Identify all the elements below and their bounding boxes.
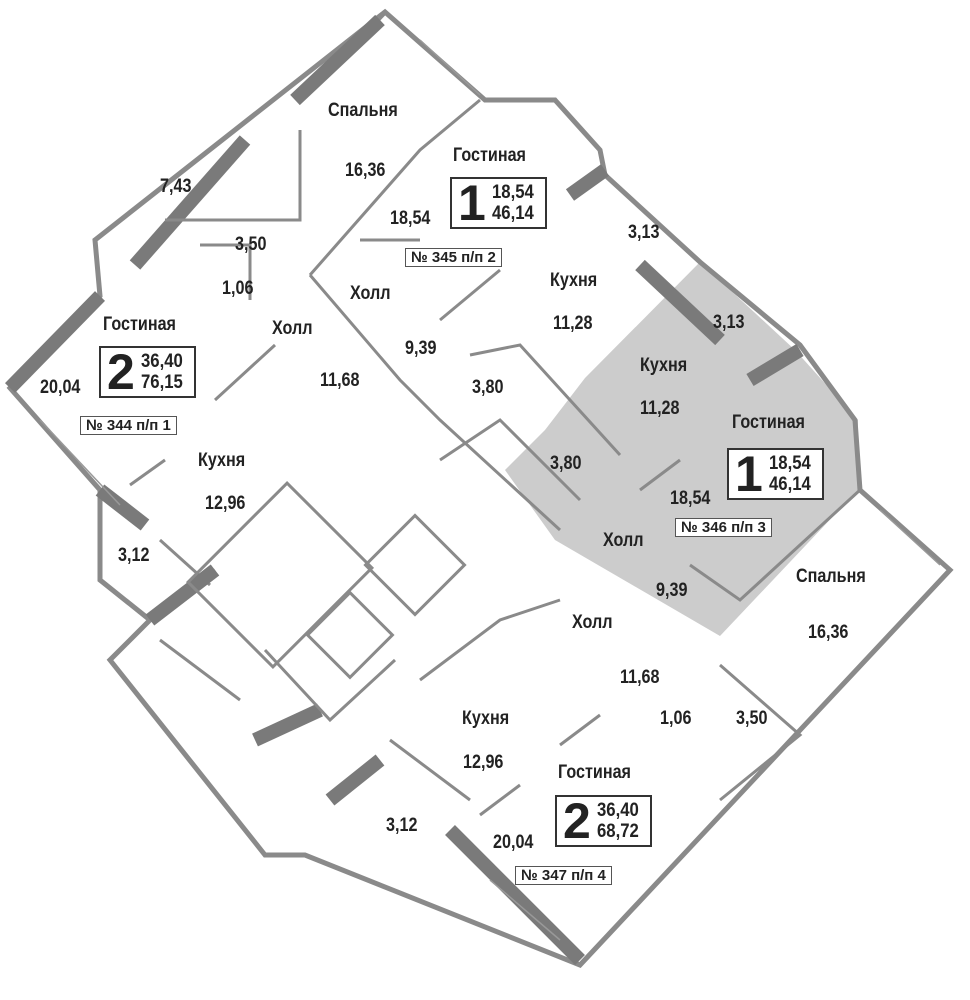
apt4-total-area: 68,72 xyxy=(596,821,639,842)
apt3-living-area: 18,54 xyxy=(670,488,711,509)
apt1-balcony-area: 3,12 xyxy=(118,545,150,566)
apt2-hall-label: Холл xyxy=(350,283,391,304)
apt4-wc-area: 1,06 xyxy=(660,708,692,729)
apt3-kitchen-area: 11,28 xyxy=(640,398,680,419)
apt1-kitchen-label: Кухня xyxy=(198,450,246,471)
apt3-hall-area: 9,39 xyxy=(656,580,688,601)
apartment-346-highlight[interactable] xyxy=(505,262,858,636)
apt4-number-tag: № 347 п/п 4 xyxy=(515,866,612,885)
apt2-living-label: Гостиная xyxy=(453,145,526,166)
apt4-balcony-area: 3,12 xyxy=(386,815,418,836)
apt3-rooms-count: 1 xyxy=(735,446,763,502)
apt2-balcony-area: 3,13 xyxy=(628,222,660,243)
apt1-hall-label: Холл xyxy=(272,318,313,339)
interior-walls xyxy=(4,10,941,965)
apt1-total-area: 76,15 xyxy=(140,372,183,393)
apt2-kitchen-area: 11,28 xyxy=(553,313,593,334)
apt3-number-tag: № 346 п/п 3 xyxy=(675,518,772,537)
apt1-closet-area: 7,43 xyxy=(160,176,192,197)
apt4-bath-area: 3,50 xyxy=(736,708,768,729)
apt2-bath-area: 3,80 xyxy=(472,377,504,398)
apt2-living-area: 18,54 xyxy=(390,208,431,229)
apt1-living-label: Гостиная xyxy=(103,314,176,335)
apt4-bedroom-label: Спальня xyxy=(796,566,866,587)
apt4-rooms-count: 2 xyxy=(563,793,591,849)
apt4-living-total: 36,40 xyxy=(596,800,639,821)
apt3-total-area: 46,14 xyxy=(768,474,811,495)
apt2-total-area: 46,14 xyxy=(491,203,534,224)
outer-wall xyxy=(6,8,954,968)
apt2-rooms-count: 1 xyxy=(458,175,486,231)
apt4-kitchen-label: Кухня xyxy=(462,708,510,729)
apt1-bath-area: 3,50 xyxy=(235,234,267,255)
apt4-living-label: Гостиная xyxy=(558,762,631,783)
apt1-hall-area: 11,68 xyxy=(320,370,360,391)
apt4-hall-label: Холл xyxy=(572,612,613,633)
apt1-number-tag: № 344 п/п 1 xyxy=(80,416,177,435)
apt3-hall-label: Холл xyxy=(603,530,644,551)
apt1-wc-area: 1,06 xyxy=(222,278,254,299)
apt4-bedroom-area: 16,36 xyxy=(808,622,849,643)
apt3-balcony-area: 3,13 xyxy=(713,312,745,333)
apt1-living-area: 20,04 xyxy=(40,377,81,398)
apt1-bedroom-label: Спальня xyxy=(328,100,398,121)
apt2-hall-area: 9,39 xyxy=(405,338,437,359)
apt1-living-total: 36,40 xyxy=(140,351,183,372)
apt3-bath-area: 3,80 xyxy=(550,453,582,474)
apt3-living-label: Гостиная xyxy=(732,412,805,433)
apt2-kitchen-label: Кухня xyxy=(550,270,598,291)
apt4-hall-area: 11,68 xyxy=(620,667,660,688)
apt2-living-total: 18,54 xyxy=(491,182,534,203)
apt4-living-area: 20,04 xyxy=(493,832,534,853)
apt1-kitchen-area: 12,96 xyxy=(205,493,246,514)
apt3-kitchen-label: Кухня xyxy=(640,355,688,376)
apt2-number-tag: № 345 п/п 2 xyxy=(405,248,502,267)
apt3-living-total: 18,54 xyxy=(768,453,811,474)
apt1-rooms-count: 2 xyxy=(107,344,135,400)
apt1-bedroom-area: 16,36 xyxy=(345,160,386,181)
apt4-kitchen-area: 12,96 xyxy=(463,752,504,773)
